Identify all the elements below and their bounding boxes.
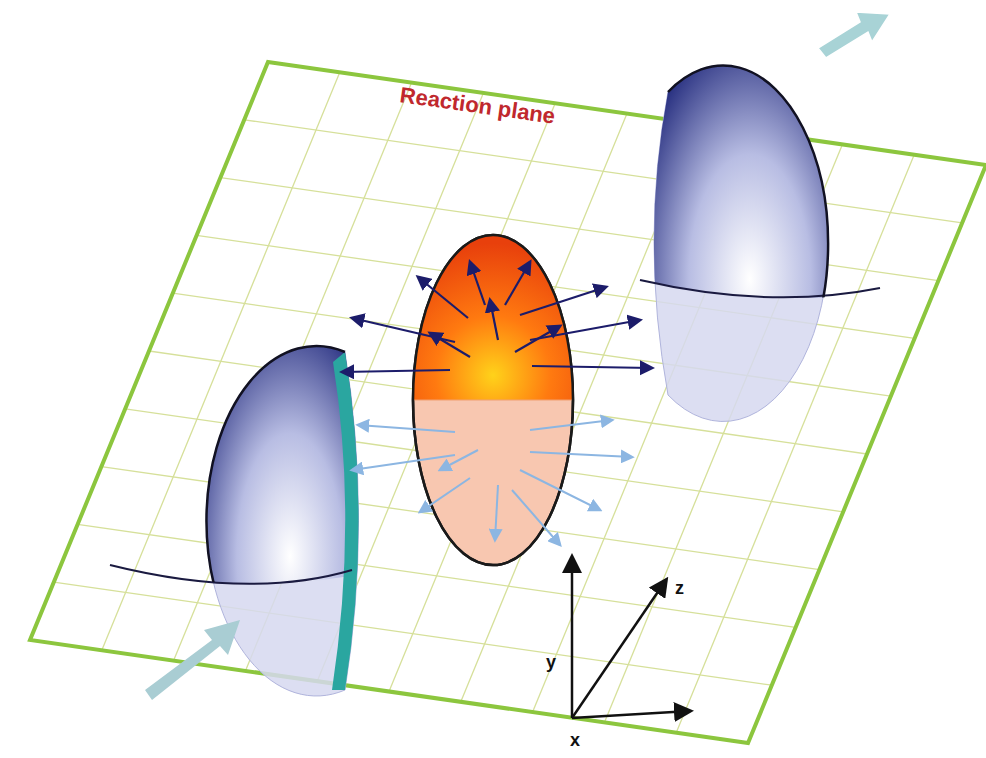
overlap-zone <box>413 235 573 565</box>
axes <box>572 557 690 718</box>
axis-label: z <box>675 578 684 599</box>
axis-label: y <box>546 652 556 673</box>
axis-label: x <box>570 730 580 751</box>
nucleus-right <box>640 12 890 422</box>
flow-arrows-upper <box>342 262 652 372</box>
nucleus-left <box>110 346 359 700</box>
flow-arrows-lower <box>352 420 632 545</box>
